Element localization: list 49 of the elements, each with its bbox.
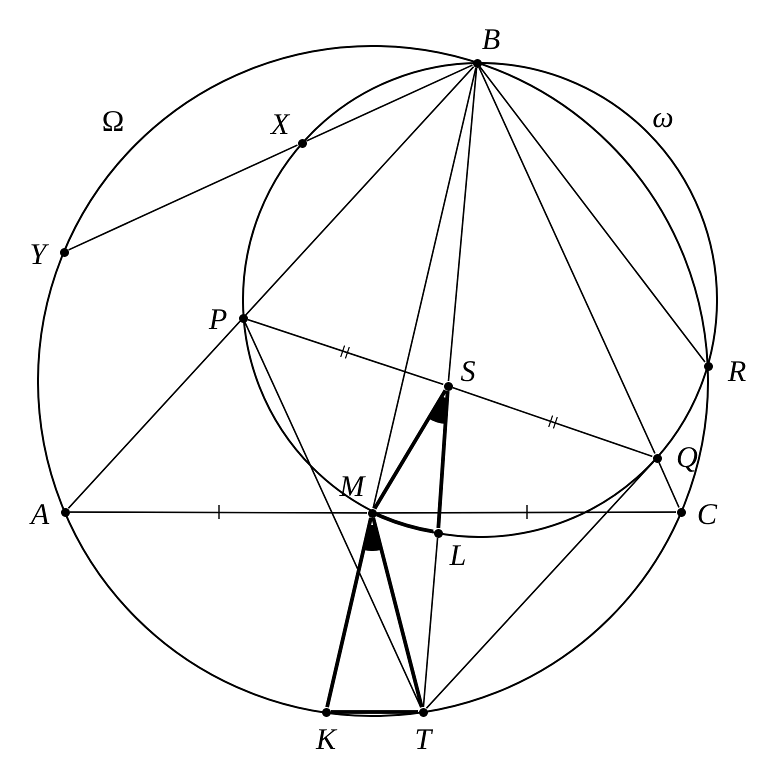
point-dot	[298, 138, 306, 148]
line-segment	[372, 68, 477, 508]
point-dot	[444, 382, 452, 390]
line-segment	[306, 64, 473, 142]
point-label: R	[728, 357, 746, 387]
point-dot	[472, 58, 482, 68]
point-dot	[60, 248, 68, 256]
point-dot	[368, 508, 376, 518]
point-dot	[676, 508, 686, 516]
line-segment	[244, 322, 422, 708]
point-label: K	[316, 725, 336, 755]
point-dot	[418, 708, 428, 716]
line-segment	[331, 710, 418, 714]
line-segment	[452, 386, 653, 458]
circle-label: ω	[652, 103, 674, 133]
point-label: Q	[676, 443, 698, 473]
line-segment	[426, 461, 654, 709]
point-label: A	[30, 500, 50, 530]
point-label: P	[208, 305, 228, 335]
line-segment	[371, 517, 424, 708]
line-segment	[372, 389, 448, 510]
point-label: C	[697, 500, 717, 530]
point-label: S	[460, 357, 476, 387]
point-dot	[238, 314, 248, 322]
line-segment	[479, 66, 706, 363]
line-segment	[478, 67, 656, 454]
line-segment	[68, 66, 474, 509]
point-label: Y	[30, 240, 46, 270]
point-label: B	[482, 25, 500, 55]
line-segment	[377, 511, 676, 514]
point-label: X	[270, 110, 290, 140]
line-segment	[248, 318, 444, 386]
line-segment	[325, 517, 373, 708]
point-label: T	[414, 725, 432, 755]
line-segment	[658, 462, 680, 508]
point-dot	[60, 508, 70, 516]
line-segment	[436, 390, 450, 528]
point-dot	[652, 454, 662, 462]
point-dot	[322, 708, 330, 716]
point-dot	[434, 528, 442, 538]
point-dot	[704, 362, 712, 370]
line-segment	[68, 144, 298, 251]
line-segment	[422, 538, 438, 708]
circle-label: Ω	[102, 107, 124, 137]
line-segment	[448, 68, 478, 382]
point-label: M	[340, 472, 364, 502]
line-segment	[376, 512, 434, 534]
line-segment	[70, 511, 367, 514]
point-label: L	[450, 541, 466, 571]
